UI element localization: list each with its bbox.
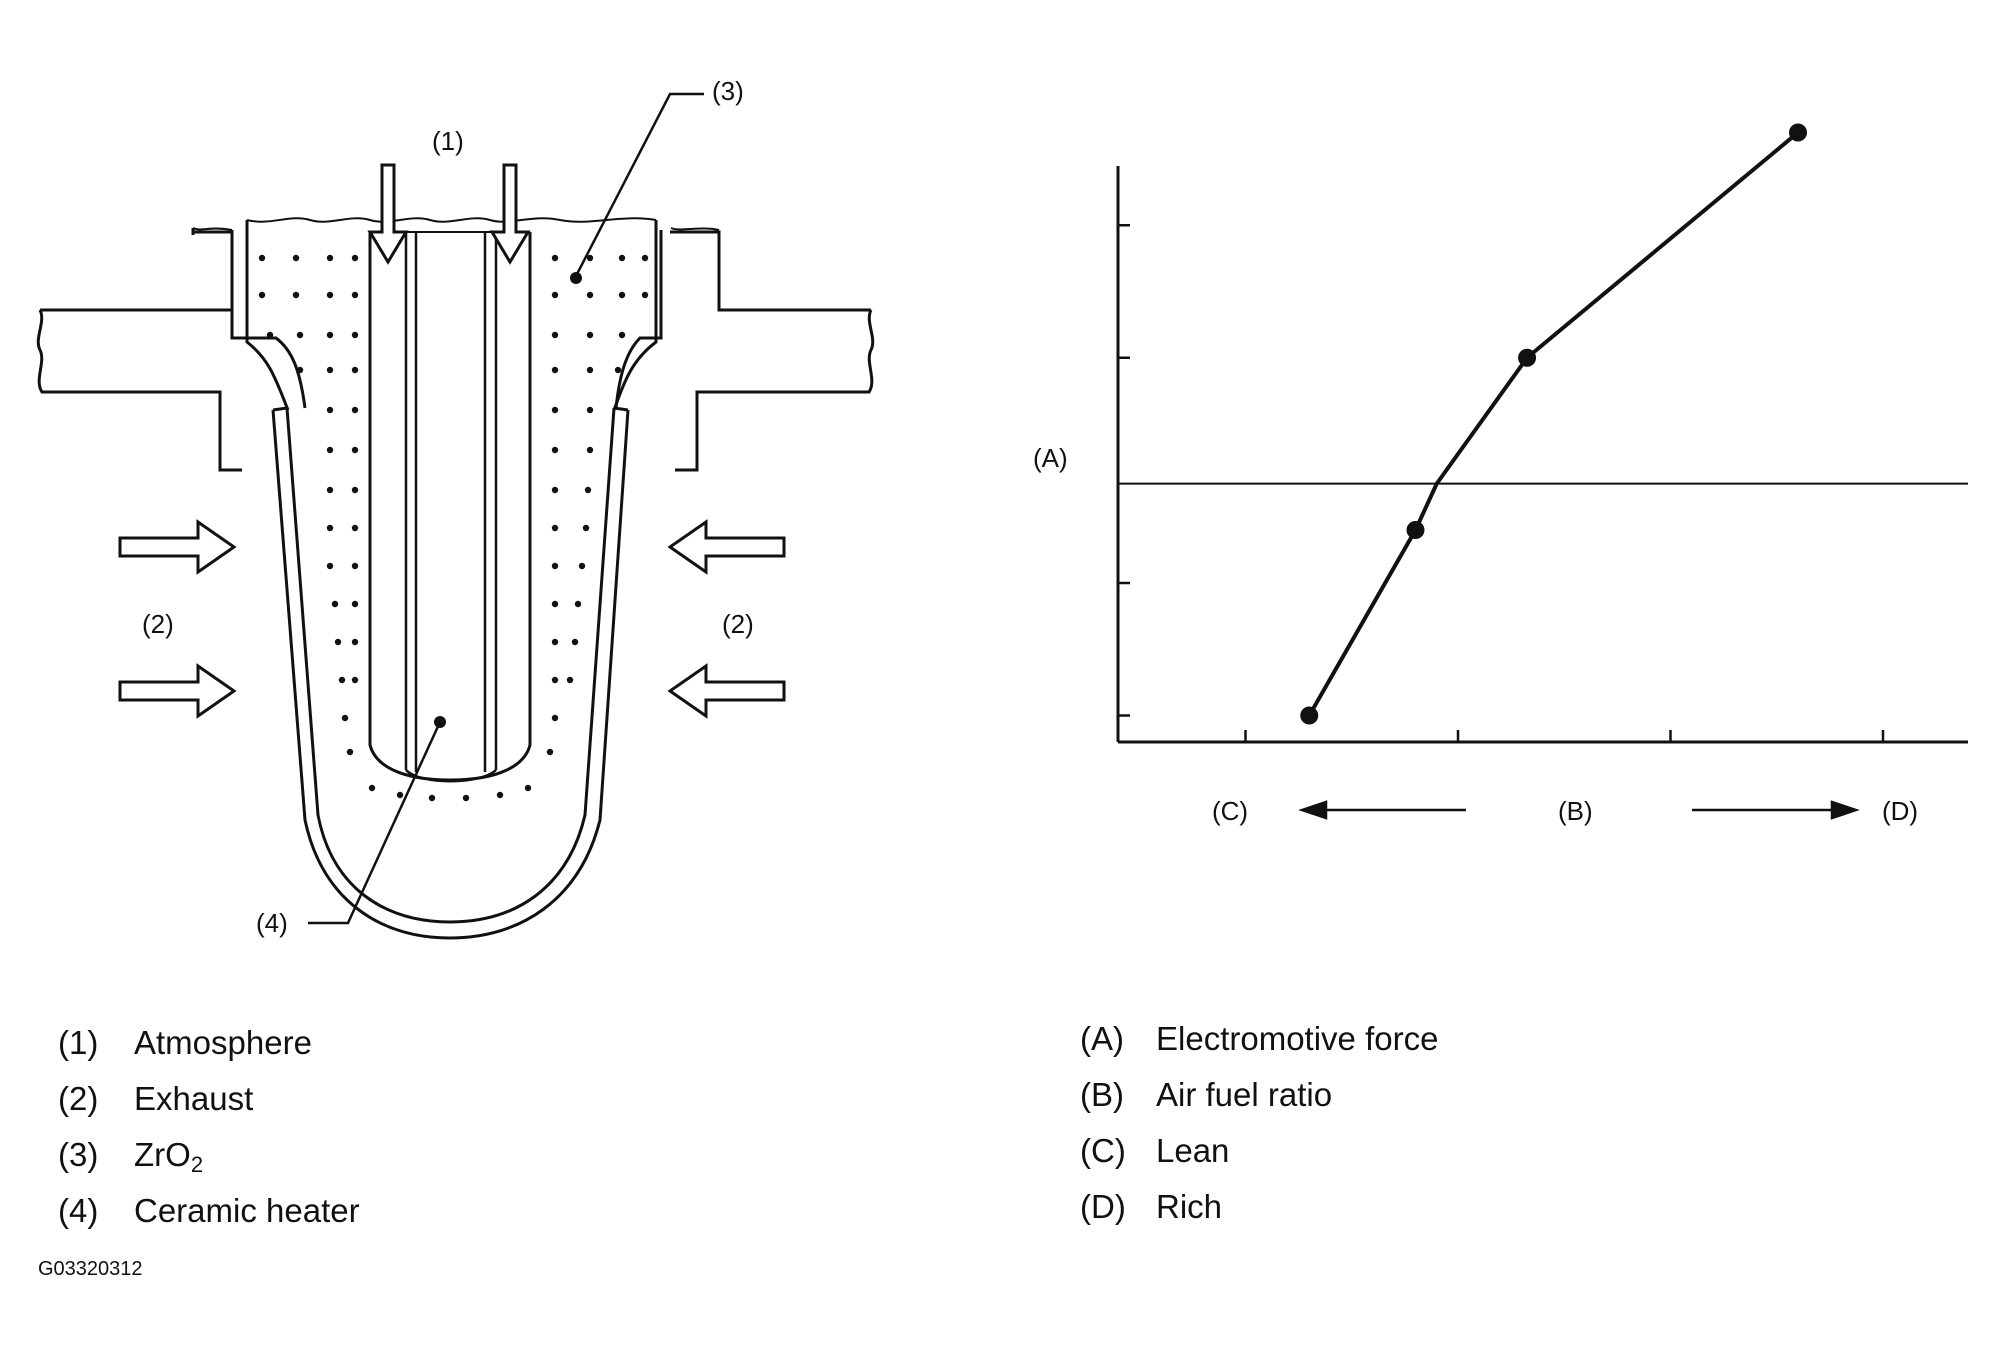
x-left-label: (C)	[1212, 796, 1248, 826]
legend-text: ZrO2	[134, 1138, 203, 1176]
arrow-down-icon	[489, 163, 531, 265]
legend-tag: (C)	[1080, 1132, 1126, 1169]
arrow-right-icon	[118, 663, 237, 719]
x-right-label: (D)	[1882, 796, 1918, 826]
exhaust-arrows-right	[667, 519, 786, 719]
callout-zro2: (3)	[712, 76, 744, 106]
data-point	[1789, 123, 1807, 142]
legend-text: Air fuel ratio	[1156, 1076, 1333, 1113]
leader-dot	[570, 272, 582, 284]
legend-tag: (4)	[58, 1192, 99, 1229]
arrow-right-icon	[1830, 800, 1860, 820]
x-axis-label: (B)	[1558, 796, 1593, 826]
leader-dot	[434, 716, 446, 728]
callout-exhaust-left: (2)	[142, 609, 174, 639]
legend-tag: (3)	[58, 1136, 99, 1173]
arrow-down-icon	[367, 163, 409, 265]
legend-text: Rich	[1156, 1188, 1223, 1225]
data-point	[1518, 348, 1537, 367]
legend-text: Ceramic heater	[134, 1192, 360, 1229]
legend-tag: (A)	[1080, 1020, 1124, 1057]
leader-heater	[308, 721, 442, 925]
emf-chart: (A) (C) (B) (D)	[1033, 123, 1968, 826]
leader-zro2	[574, 92, 704, 277]
callout-exhaust-right: (2)	[722, 609, 754, 639]
atmosphere-arrows	[367, 163, 531, 265]
leader-lines	[308, 92, 704, 925]
exhaust-arrows-left	[118, 519, 237, 719]
legend-text: Electromotive force	[1156, 1020, 1439, 1057]
callout-atmosphere: (1)	[432, 126, 464, 156]
arrow-left-icon	[1298, 800, 1328, 820]
series-points	[1300, 123, 1807, 725]
legend-text-sub: 2	[190, 1152, 204, 1177]
legend-tag: (1)	[58, 1024, 99, 1061]
callout-heater: (4)	[256, 908, 288, 938]
sensor-diagram	[36, 217, 875, 940]
arrow-left-icon	[667, 663, 786, 719]
legend-text: Lean	[1156, 1132, 1230, 1169]
direction-arrows	[1298, 800, 1860, 820]
y-axis-label: (A)	[1033, 443, 1068, 473]
data-point	[1406, 521, 1425, 539]
figure-code: G03320312	[38, 1258, 143, 1280]
chart-axes	[1116, 166, 1968, 744]
legend-tag: (2)	[58, 1080, 99, 1117]
arrow-left-icon	[667, 519, 786, 575]
legend-tag: (B)	[1080, 1076, 1124, 1113]
data-point	[1300, 706, 1319, 725]
series-line	[1307, 130, 1800, 717]
legend-text-main: ZrO	[134, 1136, 191, 1173]
legend-tag: (D)	[1080, 1188, 1126, 1225]
legend-text: Atmosphere	[134, 1024, 312, 1061]
arrow-right-icon	[118, 519, 237, 575]
legend-text: Exhaust	[134, 1080, 254, 1117]
zro2-dots	[258, 254, 649, 802]
